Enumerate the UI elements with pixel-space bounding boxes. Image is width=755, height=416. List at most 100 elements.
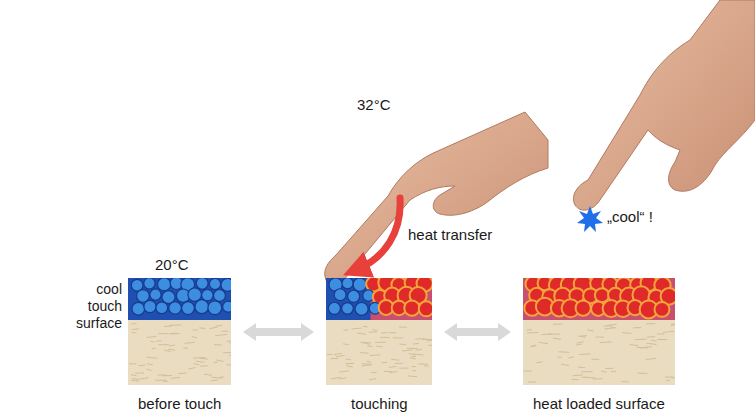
cool-cell xyxy=(202,289,214,301)
fabric-fiber xyxy=(427,340,432,341)
warm-cell xyxy=(404,300,419,315)
fabric-fiber xyxy=(527,332,538,333)
annotation-label: 32°C xyxy=(357,96,391,114)
fabric-fiber xyxy=(370,354,381,356)
fabric-fiber xyxy=(600,341,611,343)
fabric-fiber xyxy=(210,327,218,328)
fabric-fiber xyxy=(214,362,218,364)
cool-cell xyxy=(334,289,346,301)
fabric-fiber xyxy=(657,339,667,340)
cool-cell xyxy=(132,302,145,315)
fabric-fiber xyxy=(577,342,584,343)
fabric-fiber xyxy=(381,332,388,334)
fabric-fiber xyxy=(196,361,205,363)
fabric-fiber xyxy=(407,348,418,349)
fabric-fiber xyxy=(536,362,542,363)
fabric-fiber xyxy=(376,346,383,348)
fabric-fiber xyxy=(183,347,188,349)
fabric-fiber xyxy=(216,325,223,327)
fabric-fiber xyxy=(581,371,592,372)
fabric-fiber xyxy=(389,332,396,333)
surface-panel: touching xyxy=(326,278,432,385)
cool-cell xyxy=(169,302,182,315)
fabric-fiber xyxy=(227,340,231,341)
fabric-fiber xyxy=(646,343,656,344)
annotation-label: cool touch surface xyxy=(62,281,122,331)
fabric-fiber xyxy=(188,368,195,369)
fabric-fiber xyxy=(539,342,548,343)
fabric-fiber xyxy=(229,343,231,344)
fabric-fiber xyxy=(548,334,560,335)
fabric-layer xyxy=(326,320,432,385)
lifted-hand xyxy=(573,0,755,210)
fabric-fiber xyxy=(412,356,416,357)
panel-caption: before touch xyxy=(138,395,221,413)
fabric-fiber xyxy=(381,362,387,363)
fabric-fiber xyxy=(416,349,422,351)
fabric-fiber xyxy=(672,377,675,379)
fabric-fiber xyxy=(363,326,368,327)
fabric-fiber xyxy=(345,363,354,364)
cool-cell xyxy=(144,300,156,312)
fabric-fiber xyxy=(346,366,353,367)
cool-cell xyxy=(353,278,366,291)
fabric-fiber xyxy=(351,328,361,330)
fabric-fiber xyxy=(152,348,156,350)
fabric-fiber xyxy=(530,345,536,347)
fabric-fiber xyxy=(553,338,561,339)
fabric-fiber xyxy=(576,344,581,346)
fabric-fiber xyxy=(131,323,136,325)
cool-cell xyxy=(188,288,202,302)
fabric-fiber xyxy=(637,373,647,374)
cool-cell xyxy=(348,290,360,302)
fabric-fiber xyxy=(424,365,429,366)
fabric-fiber xyxy=(164,326,171,327)
cool-cell xyxy=(342,303,354,315)
fabric-fiber xyxy=(339,378,346,379)
transition-arrow xyxy=(444,323,511,341)
fabric-fiber xyxy=(199,327,205,329)
fabric-fiber xyxy=(343,343,349,345)
fabric-fiber xyxy=(646,358,656,359)
fabric-fiber xyxy=(528,381,536,382)
fabric-fiber xyxy=(622,332,631,334)
fabric-fiber xyxy=(393,337,403,338)
fabric-fiber xyxy=(132,332,137,334)
panel-caption: heat loaded surface xyxy=(533,395,665,413)
fabric-fiber xyxy=(168,349,175,351)
fabric-fiber xyxy=(214,344,222,345)
fabric-fiber xyxy=(587,330,593,331)
fabric-fiber xyxy=(391,359,399,361)
fabric-fiber xyxy=(384,371,392,372)
fabric-fiber xyxy=(651,340,657,341)
fabric-fiber xyxy=(343,330,348,331)
fabric-fiber xyxy=(640,347,652,348)
fabric-fiber xyxy=(630,344,639,345)
cool-cell xyxy=(223,301,231,312)
fabric-fiber xyxy=(635,338,647,340)
fabric-fiber xyxy=(211,377,222,379)
fabric-fiber xyxy=(171,333,179,334)
fabric-fiber xyxy=(380,337,389,338)
fabric-fiber xyxy=(602,371,607,372)
fabric-fiber xyxy=(411,366,416,367)
fabric-fiber xyxy=(216,360,223,361)
fabric-fiber xyxy=(334,353,342,354)
fabric-fiber xyxy=(527,329,532,331)
heat-transfer-arrow xyxy=(356,198,400,270)
cool-cell xyxy=(209,278,220,289)
cool-cell xyxy=(196,278,208,289)
fabric-fiber xyxy=(129,363,136,364)
cool-cell xyxy=(214,289,226,301)
fabric-fiber xyxy=(579,353,590,355)
fabric-fiber xyxy=(336,355,345,356)
fabric-fiber xyxy=(361,342,371,344)
fabric-fiber xyxy=(399,327,407,328)
fabric-fiber xyxy=(578,367,585,369)
cool-cell xyxy=(221,278,231,291)
fabric-fiber xyxy=(193,329,198,330)
fabric-fiber xyxy=(369,379,376,380)
fabric-fiber xyxy=(413,343,419,345)
annotation-label: „cool“ ! xyxy=(607,208,653,226)
